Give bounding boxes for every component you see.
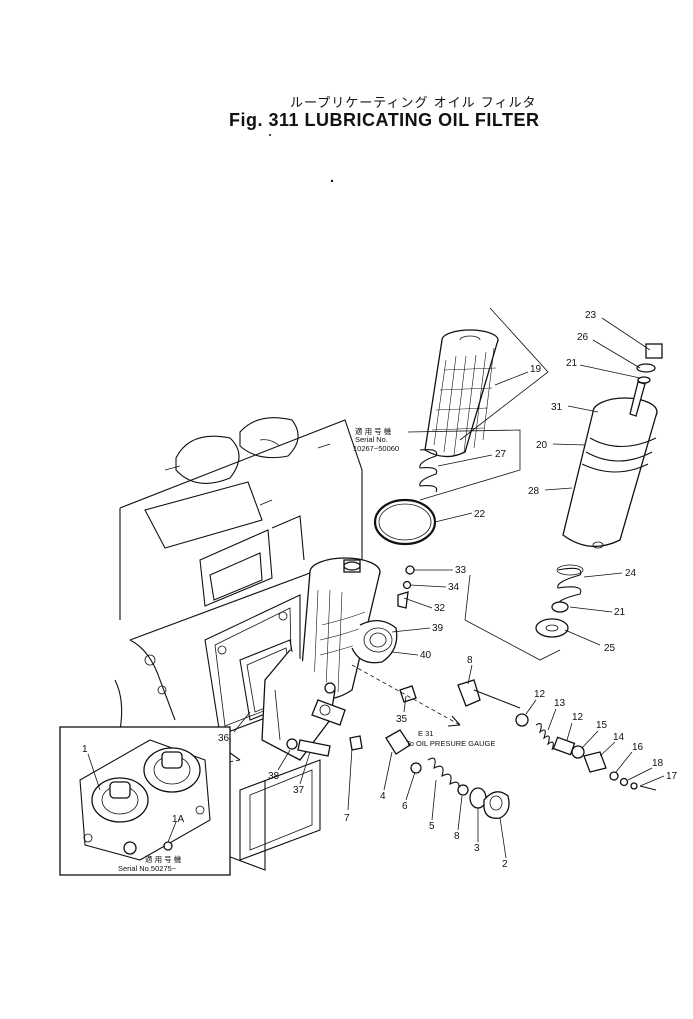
callout-12a: 12 <box>534 689 546 700</box>
callout-1a: 1A <box>172 814 185 825</box>
title-japanese: ループリケーティング オイル フィルタ <box>290 96 537 111</box>
callout-35: 35 <box>396 714 408 725</box>
callout-8b: 8 <box>454 831 460 842</box>
figure-title: Fig. 311 LUBRICATING OIL FILTER <box>229 110 540 130</box>
bolts-37-38-7 <box>286 685 417 757</box>
callout-34: 34 <box>448 582 460 593</box>
serial-top-range: 10267~50060 <box>353 444 399 453</box>
callout-6: 6 <box>402 801 408 812</box>
serial-top-label: Serial No. <box>355 435 388 444</box>
serial-top-jp: 適 用 号 機 <box>355 426 392 436</box>
callout-19: 19 <box>530 364 542 375</box>
callout-33: 33 <box>455 565 467 576</box>
callout-31: 31 <box>551 402 563 413</box>
callout-14: 14 <box>613 732 625 743</box>
center-bolt-23 <box>629 343 663 417</box>
callout-25: 25 <box>604 643 616 654</box>
spring-24 <box>556 564 584 607</box>
leader-lines <box>87 317 665 859</box>
callout-32: 32 <box>434 603 446 614</box>
small-parts-33-34-32 <box>397 565 415 609</box>
callout-16: 16 <box>632 742 644 753</box>
callout-23: 23 <box>585 310 597 321</box>
o-ring-22 <box>373 498 437 546</box>
annotations: 適 用 号 機 Serial No. 10267~50060 E 31 To O… <box>118 426 495 873</box>
callout-38: 38 <box>268 771 280 782</box>
callout-40: 40 <box>420 650 432 661</box>
callout-21a: 21 <box>566 358 578 369</box>
serial-inset-jp: 適 用 号 機 <box>145 854 182 864</box>
filter-case-28 <box>562 397 658 549</box>
inset-variant-box <box>59 726 231 876</box>
callout-37: 37 <box>293 785 305 796</box>
callout-39: 39 <box>432 623 444 634</box>
callout-3: 3 <box>474 843 480 854</box>
callout-21b: 21 <box>614 607 626 618</box>
callout-24: 24 <box>625 568 637 579</box>
spring-27 <box>407 429 521 501</box>
callout-1: 1 <box>82 744 88 755</box>
callout-36: 36 <box>218 733 230 744</box>
callout-7: 7 <box>344 813 350 824</box>
callout-2: 2 <box>502 859 508 870</box>
callout-5: 5 <box>429 821 435 832</box>
callout-13: 13 <box>554 698 566 709</box>
callout-20: 20 <box>536 440 548 451</box>
group-bracket-24 <box>464 574 561 661</box>
callout-labels: 23 26 21 31 20 28 24 21 25 19 27 22 33 3… <box>82 310 678 870</box>
gauge-marks: E 31 <box>418 729 433 738</box>
callout-12b: 12 <box>572 712 584 723</box>
callout-15: 15 <box>596 720 608 731</box>
callout-18: 18 <box>652 758 664 769</box>
callout-28: 28 <box>528 486 540 497</box>
seal-ring-21 <box>551 601 569 613</box>
washer-25 <box>535 618 569 638</box>
group-bracket-19 <box>459 307 549 441</box>
callout-4: 4 <box>380 791 386 802</box>
to-oil-pressure-gauge: To OIL PRESURE GAUGE <box>406 739 495 748</box>
plug-group-lower <box>385 729 510 819</box>
relief-valve-train <box>457 679 657 791</box>
callout-26: 26 <box>577 332 589 343</box>
serial-inset-label: Serial No.50275~ <box>118 864 177 873</box>
callout-8a: 8 <box>467 655 473 666</box>
callout-17: 17 <box>666 771 678 782</box>
callout-27: 27 <box>495 449 507 460</box>
filter-element-19 <box>424 329 499 458</box>
filter-assembly-main <box>261 557 398 761</box>
callout-22: 22 <box>474 509 486 520</box>
